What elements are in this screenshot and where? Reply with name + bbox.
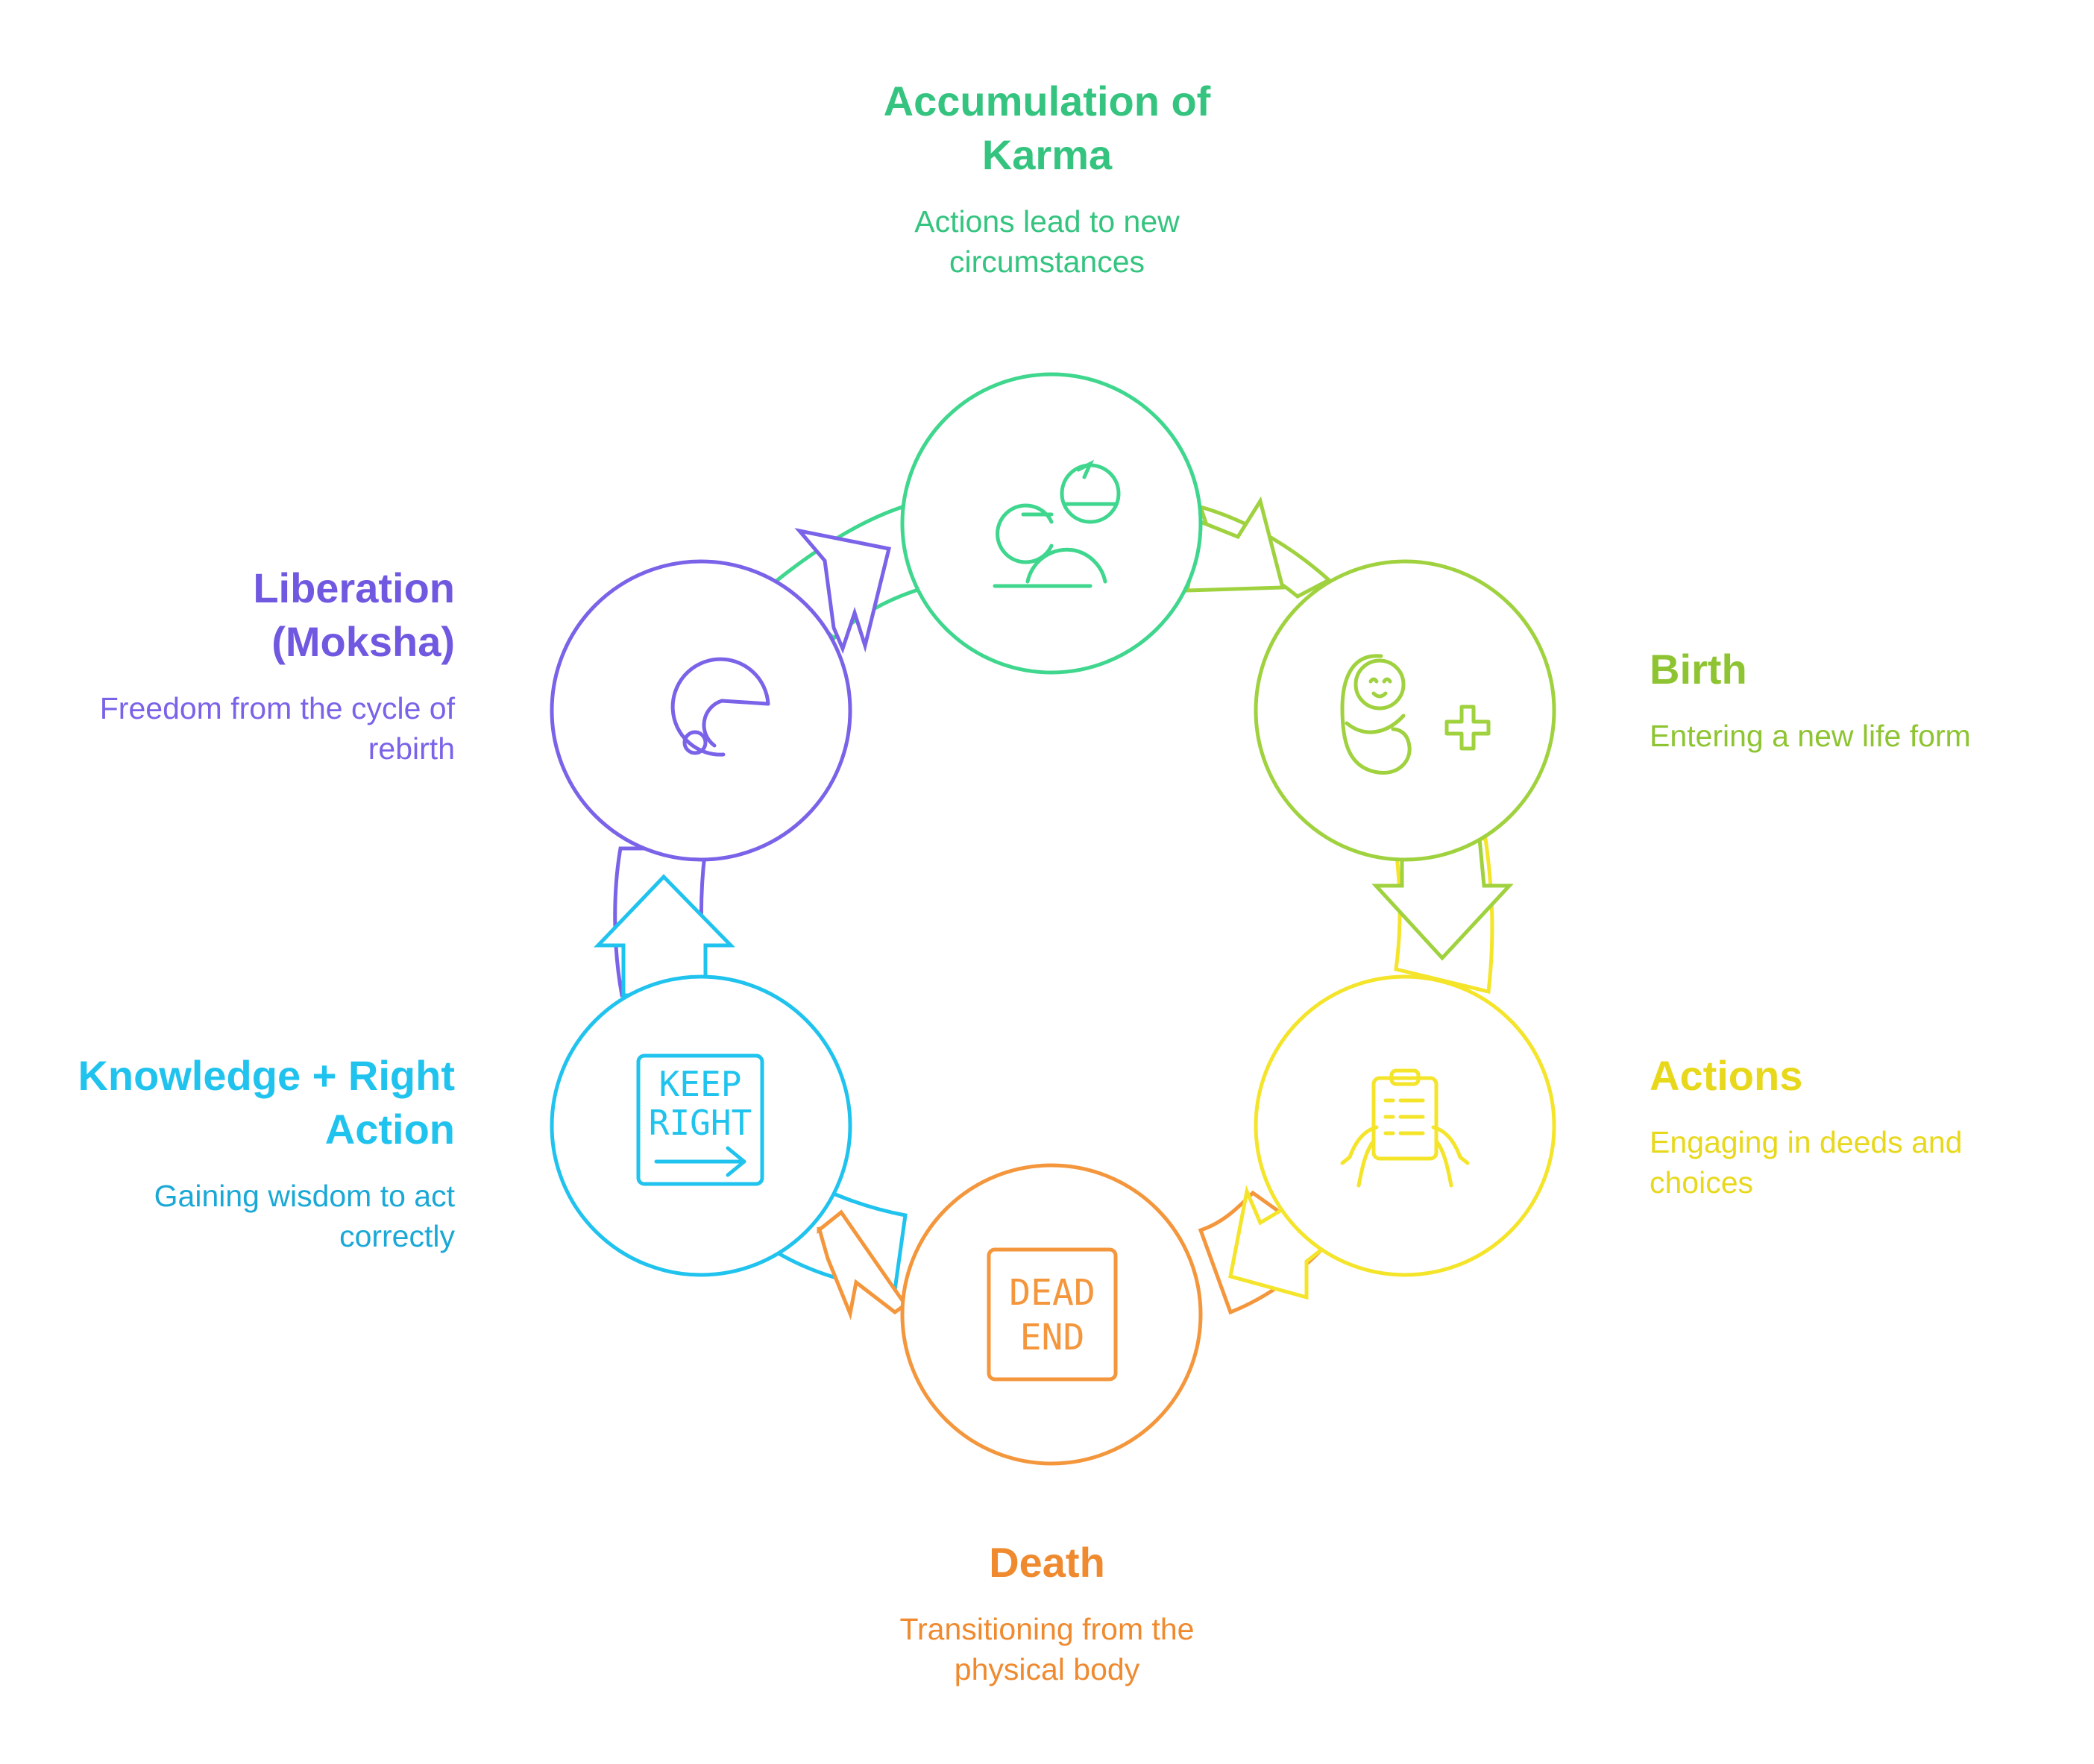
clipboard-hands-icon [1340,1068,1470,1188]
dead-end-line2: END [1020,1317,1085,1358]
stage-circle-birth [1254,559,1556,862]
dead-end-sign-icon: DEAD END [987,1247,1118,1382]
stage-desc-knowledge: Gaining wisdom to act correctly [154,1179,455,1253]
stage-title-karma: Accumulation of Karma [883,78,1211,178]
newborn-plus-icon [1340,654,1491,775]
keep-right-sign-icon: KEEP RIGHT [636,1053,764,1186]
arrow-birth-to-actions-head [1371,837,1514,961]
spiral-icon [670,657,770,757]
stage-desc-karma: Actions lead to new circumstances [914,204,1180,279]
stage-desc-birth: Entering a new life form [1650,719,1971,753]
stage-desc-liberation: Freedom from the cycle of rebirth [99,691,455,766]
stage-label-death: Death Transitioning from the physical bo… [816,1536,1278,1689]
stage-title-actions: Actions [1650,1052,1803,1099]
stage-title-death: Death [989,1539,1105,1586]
stage-circle-liberation [550,559,852,862]
arrow-death-to-knowledge-head [817,1209,908,1320]
arrow-actions-to-death-head [1228,1185,1331,1300]
arrow-liberation-to-karma-head [794,528,892,655]
stage-label-liberation: Liberation (Moksha) Freedom from the cyc… [0,561,455,769]
stage-desc-death: Transitioning from the physical body [899,1612,1195,1686]
stage-title-birth: Birth [1650,646,1747,693]
stage-label-actions: Actions Engaging in deeds and choices [1650,1049,2094,1203]
stage-label-birth: Birth Entering a new life form [1650,643,2094,756]
stage-title-knowledge: Knowledge + Right Action [78,1052,455,1153]
stage-circle-actions [1254,974,1556,1277]
stage-desc-actions: Engaging in deeds and choices [1650,1125,1963,1200]
stage-circle-death [900,1163,1203,1466]
people-cycle-icon [993,459,1121,588]
keep-right-line2: RIGHT [649,1103,752,1143]
dead-end-line1: DEAD [1009,1272,1095,1314]
stage-circle-knowledge [550,974,852,1277]
stage-label-karma: Accumulation of Karma Actions lead to ne… [816,75,1278,282]
stage-title-liberation: Liberation (Moksha) [253,564,455,665]
stage-label-knowledge: Knowledge + Right Action Gaining wisdom … [0,1049,455,1256]
keep-right-line1: KEEP [659,1064,742,1104]
